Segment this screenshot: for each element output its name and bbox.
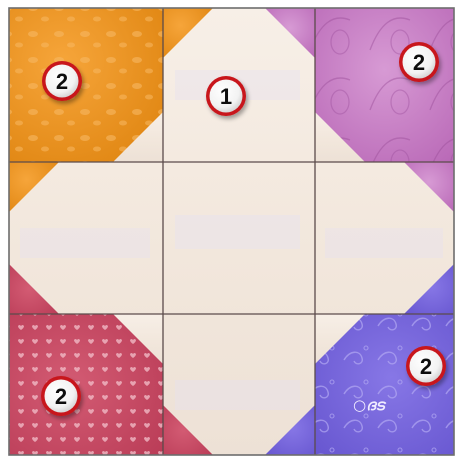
cream-haze-center: [175, 215, 300, 249]
badge-bottom-right: 2: [406, 346, 446, 386]
badge-top-right-label: 2: [413, 50, 425, 75]
cream-haze-right: [325, 228, 443, 258]
badge-top-left: 2: [42, 61, 82, 101]
badge-bottom-right-label: 2: [420, 354, 432, 379]
badge-top-left-label: 2: [56, 69, 68, 94]
cream-haze-left: [20, 228, 150, 258]
artist-signature: ○ദട: [353, 396, 386, 414]
badge-top-center: 1: [206, 76, 246, 116]
badge-bottom-left-label: 2: [55, 384, 67, 409]
badge-top-center-label: 1: [220, 84, 232, 109]
cream-haze-bottom: [175, 380, 300, 410]
badge-bottom-left: 2: [41, 376, 81, 416]
badge-top-right: 2: [399, 42, 439, 82]
